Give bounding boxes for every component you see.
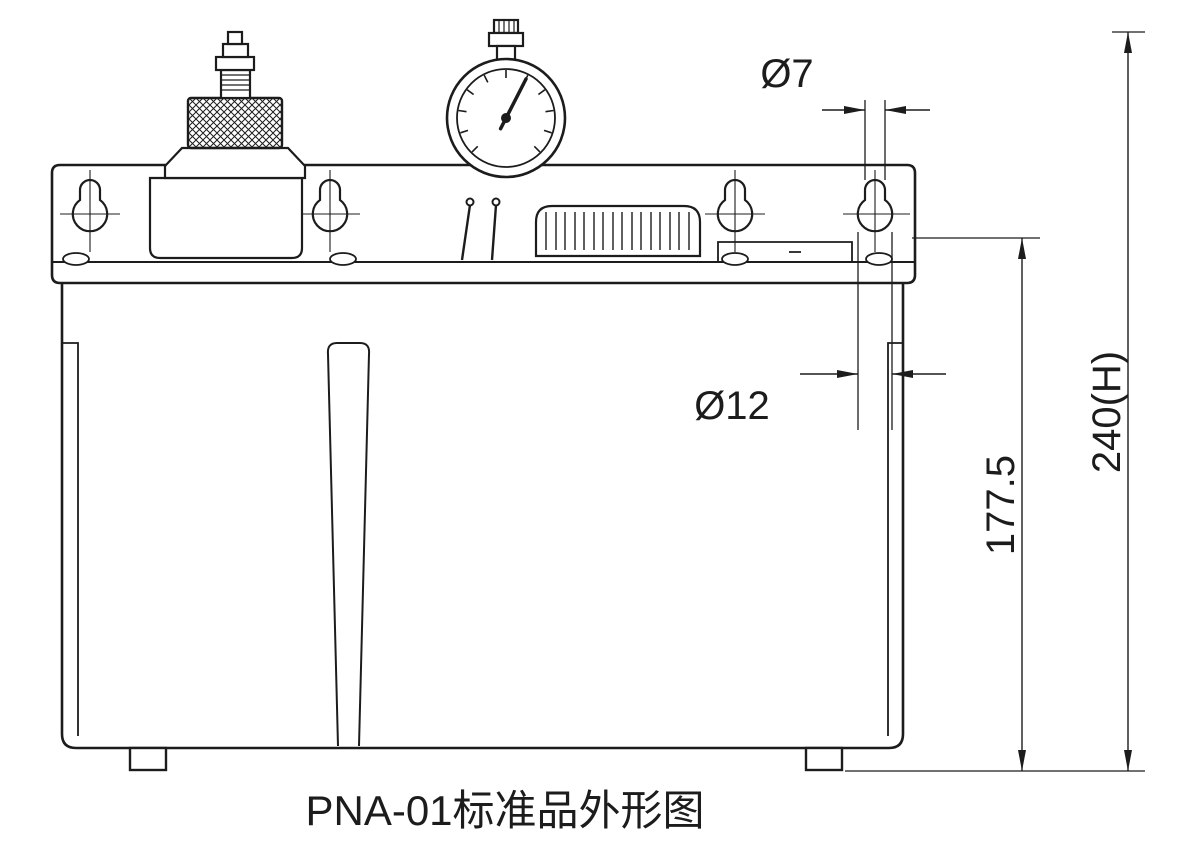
knob-base-body xyxy=(148,176,304,260)
hex-nut xyxy=(163,146,307,180)
pin-left xyxy=(460,204,472,261)
dim-label-240h: 240(H) xyxy=(1085,351,1129,473)
pin-eye-left xyxy=(465,197,475,207)
pressure-gauge xyxy=(445,18,567,179)
fin-lines xyxy=(545,212,690,250)
dim-177-arrow-top xyxy=(1018,238,1026,259)
dimension-overall-height: 240(H) xyxy=(845,31,1145,772)
pin-eye-right xyxy=(491,197,501,207)
dimension-body-height: 177.5 xyxy=(912,237,1040,771)
tank-channel xyxy=(326,342,371,747)
dim-phi7-arrow-left xyxy=(844,106,865,114)
flange-tab-1 xyxy=(62,252,90,266)
dim-phi7-extension-lines xyxy=(864,100,886,180)
filler-knob-assembly xyxy=(148,30,307,260)
gauge-valve-knurl xyxy=(498,21,515,33)
tank-outline xyxy=(60,283,905,750)
cooling-fins xyxy=(534,204,702,258)
dim-phi12-arrow-right xyxy=(892,370,913,378)
tank-inner-line-right xyxy=(887,342,903,736)
keyhole-slots xyxy=(60,170,910,252)
dim-label-177-5: 177.5 xyxy=(979,455,1023,555)
fin-block-outline xyxy=(534,204,702,258)
fitting-collar xyxy=(214,55,256,72)
oil-feed-pins xyxy=(460,197,501,261)
fitting-mid xyxy=(221,42,250,59)
tank-inner-line-left xyxy=(62,342,79,736)
flange-tab-3 xyxy=(721,252,749,266)
threaded-stem xyxy=(219,68,252,100)
keyhole-centerlines xyxy=(60,170,910,252)
dim-phi12-arrow-left xyxy=(837,370,858,378)
dimension-slot-diameter: Ø7 xyxy=(760,52,930,180)
dimension-hole-diameter: Ø12 xyxy=(694,232,946,430)
flange-tab-2 xyxy=(329,252,357,266)
flange-tab-4 xyxy=(865,252,893,266)
pin-right xyxy=(490,204,498,261)
gauge-needle-hub xyxy=(501,113,511,123)
dim-phi12-extension-lines xyxy=(857,232,893,430)
knurled-knob xyxy=(186,96,284,150)
gauge-valve-collar xyxy=(487,31,525,48)
dim-240-arrow-bottom xyxy=(1124,750,1132,771)
fitting-top xyxy=(226,30,244,46)
drawing-title: PNA-01标准品外形图 xyxy=(305,787,704,834)
dim-240-arrow-top xyxy=(1124,32,1132,53)
oil-tank xyxy=(60,283,905,772)
dim-phi7-arrow-right xyxy=(885,106,906,114)
dim-label-phi12: Ø12 xyxy=(694,384,770,428)
tank-foot-right xyxy=(804,746,844,772)
tank-foot-left xyxy=(128,746,168,772)
thread-lines xyxy=(221,74,250,91)
dim-177-arrow-bottom xyxy=(1018,750,1026,771)
dim-label-phi7: Ø7 xyxy=(760,52,813,96)
gauge-dial xyxy=(456,68,556,168)
nameplate-strip xyxy=(717,241,853,262)
